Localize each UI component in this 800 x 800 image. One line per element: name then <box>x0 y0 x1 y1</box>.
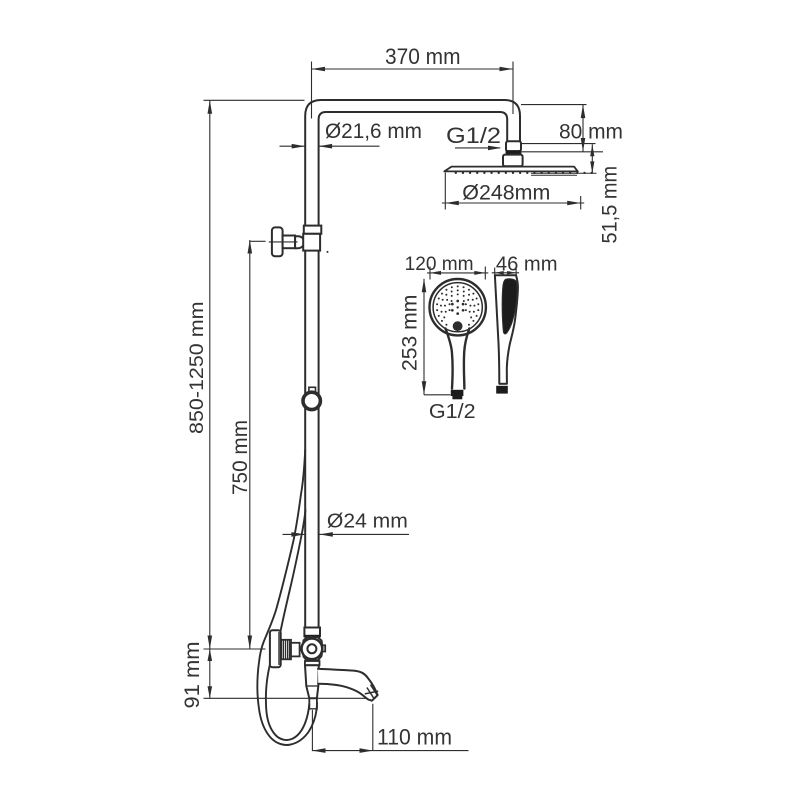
svg-text:120 mm: 120 mm <box>405 254 474 275</box>
svg-text:G1/2: G1/2 <box>429 400 476 423</box>
svg-text:Ø24 mm: Ø24 mm <box>327 510 408 533</box>
svg-text:91 mm: 91 mm <box>180 642 204 709</box>
svg-text:750 mm: 750 mm <box>229 420 252 495</box>
svg-text:51,5 mm: 51,5 mm <box>598 166 622 244</box>
svg-text:850-1250 mm: 850-1250 mm <box>186 302 208 435</box>
svg-text:Ø21,6 mm: Ø21,6 mm <box>325 120 422 143</box>
svg-text:Ø248mm: Ø248mm <box>462 181 550 204</box>
svg-text:370 mm: 370 mm <box>385 44 461 69</box>
svg-text:80 mm: 80 mm <box>559 120 623 143</box>
svg-text:46 mm: 46 mm <box>496 254 558 276</box>
svg-text:110 mm: 110 mm <box>377 725 452 750</box>
svg-text:G1/2: G1/2 <box>446 123 501 148</box>
svg-text:253 mm: 253 mm <box>399 295 422 371</box>
